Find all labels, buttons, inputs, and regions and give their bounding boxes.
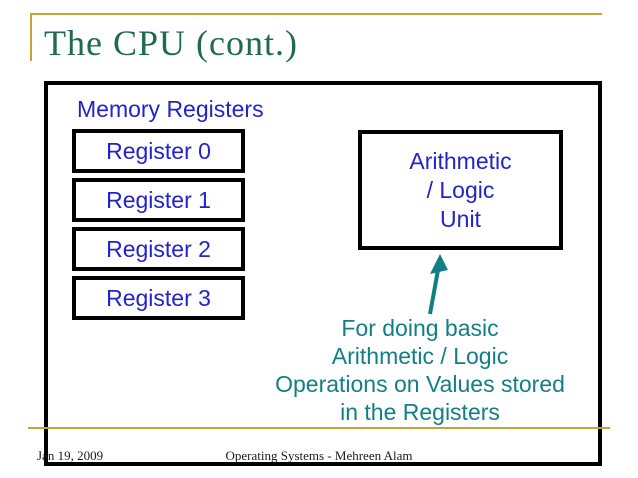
alu-line-1: Arithmetic <box>409 147 512 174</box>
title-accent-line <box>30 13 32 61</box>
annotation-line-1: For doing basic <box>341 315 499 341</box>
alu-annotation: For doing basic Arithmetic / Logic Opera… <box>238 314 602 426</box>
cpu-outline-box <box>44 81 602 466</box>
register-3-box: Register 3 <box>72 276 245 320</box>
footer-date: Jan 19, 2009 <box>37 448 104 463</box>
footer-divider-line <box>28 427 610 429</box>
alu-line-2: / Logic <box>426 176 495 203</box>
memory-registers-label: Memory Registers <box>77 96 264 122</box>
register-1-box: Register 1 <box>72 178 245 222</box>
register-0-label: Register 0 <box>106 137 211 164</box>
register-1-label: Register 1 <box>106 186 211 213</box>
slide-title: The CPU (cont.) <box>44 23 298 63</box>
register-3-label: Register 3 <box>106 284 211 311</box>
register-2-label: Register 2 <box>106 235 211 262</box>
annotation-line-3: Operations on Values stored <box>275 371 565 397</box>
up-arrow-icon <box>428 254 448 315</box>
footer-course-title: Operating Systems - Mehreen Alam <box>225 448 413 463</box>
alu-box: Arithmetic / Logic Unit <box>358 130 563 250</box>
register-2-box: Register 2 <box>72 227 245 271</box>
annotation-line-2: Arithmetic / Logic <box>331 343 509 369</box>
register-0-box: Register 0 <box>72 129 245 173</box>
top-accent-line <box>30 13 602 15</box>
alu-line-3: Unit <box>440 205 481 232</box>
annotation-line-4: in the Registers <box>340 399 500 425</box>
